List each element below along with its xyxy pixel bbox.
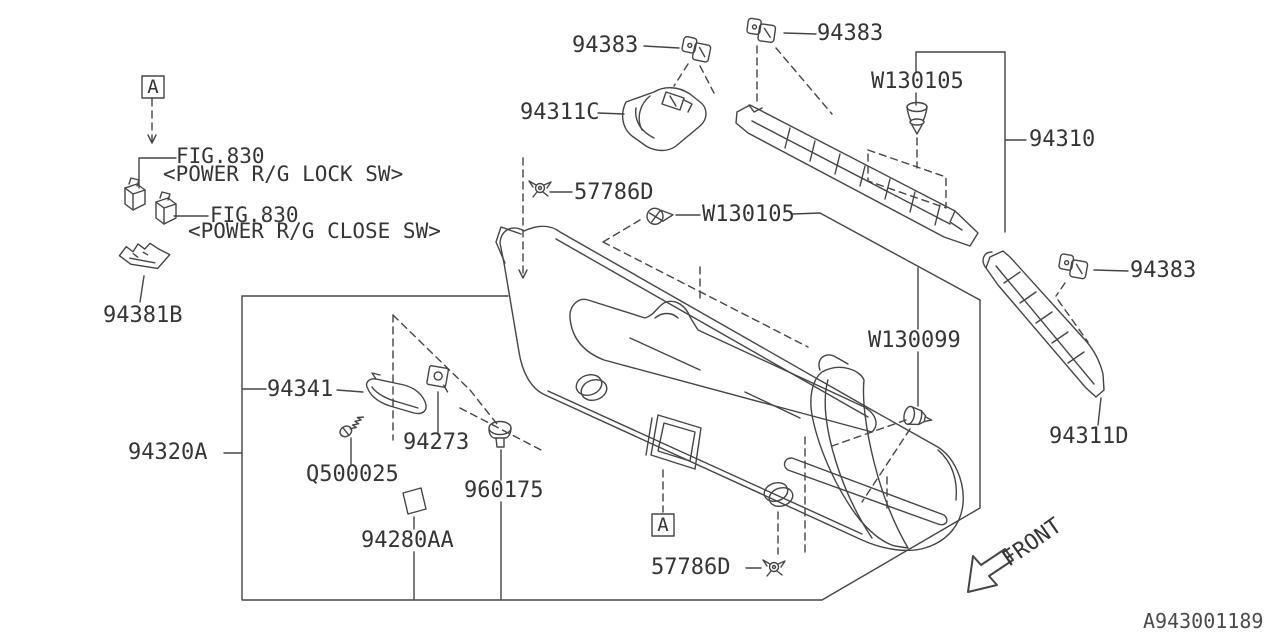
part-57786d-clip-lower-drawing	[763, 560, 785, 576]
part-w130105-pin-drawing	[907, 103, 927, 135]
fig830-lock-desc: <POWER R/G LOCK SW>	[163, 162, 403, 186]
part-label-94383-top-left: 94383	[572, 33, 638, 58]
section-marker-box-bottom	[652, 514, 674, 536]
part-label-94311d: 94311D	[1049, 424, 1128, 449]
part-label-94381b: 94381B	[103, 303, 182, 328]
front-direction-label: FRONT	[998, 513, 1067, 571]
side-garnish-drawing	[811, 355, 908, 548]
part-94383-clip-right-drawing	[1057, 254, 1088, 280]
fig830-lock-ref: FIG.830	[176, 144, 265, 168]
part-label-960175: 960175	[464, 478, 543, 503]
projection-dashed-lines	[152, 46, 1088, 557]
part-960175-plug-drawing	[489, 422, 511, 448]
section-marker-a-bottom: A	[657, 514, 669, 536]
part-94310-rail-drawing	[736, 105, 978, 246]
part-94311d-strip-drawing	[983, 251, 1104, 397]
power-close-switch-drawing	[156, 192, 176, 224]
section-marker-a-top: A	[147, 76, 159, 98]
part-label-94320a: 94320A	[128, 440, 207, 465]
front-direction-arrow-icon	[968, 549, 1013, 592]
part-94320a-trim-panel-drawing	[496, 226, 963, 550]
assembly-box-94320a	[224, 296, 980, 600]
part-94273-clip-drawing	[426, 365, 452, 391]
part-label-94280aa: 94280AA	[361, 528, 454, 553]
part-label-57786d-upper: 57786D	[574, 180, 653, 205]
fig830-close-ref: FIG.830	[210, 203, 299, 227]
part-label-w130099: W130099	[868, 328, 961, 353]
leader-lines	[139, 33, 1128, 599]
part-94341-handle-drawing	[367, 373, 427, 414]
fig830-close-desc: <POWER R/G CLOSE SW>	[188, 219, 441, 243]
part-w130099-clip-drawing	[902, 405, 933, 428]
diagram-code: A943001189	[1143, 609, 1263, 633]
part-label-94383-top-right: 94383	[817, 21, 883, 46]
part-label-94311c: 94311C	[520, 100, 599, 125]
part-q500025-screw-drawing	[337, 415, 363, 441]
part-w130105-screw-drawing	[646, 206, 674, 225]
part-label-q500025: Q500025	[306, 462, 399, 487]
part-94383-clip-top-left-drawing	[680, 36, 712, 62]
part-label-94310: 94310	[1029, 127, 1095, 152]
part-label-w130105-mid: W130105	[702, 202, 795, 227]
power-lock-switch-drawing	[125, 178, 145, 210]
part-label-94341: 94341	[267, 377, 333, 402]
part-label-94383-right: 94383	[1130, 258, 1196, 283]
part-94311c-cover-drawing	[623, 88, 706, 151]
part-94383-clip-top-right-drawing	[746, 18, 777, 43]
part-57786d-clip-upper-drawing	[529, 181, 551, 197]
part-label-94273: 94273	[403, 430, 469, 455]
part-label-57786d-lower: 57786D	[651, 555, 730, 580]
section-marker-box-top	[142, 76, 164, 98]
part-label-w130105-top: W130105	[871, 69, 964, 94]
dashed-arrowheads	[148, 135, 527, 278]
part-94280aa-drawing	[403, 488, 426, 514]
part-94381b-bracket-drawing	[118, 240, 171, 274]
